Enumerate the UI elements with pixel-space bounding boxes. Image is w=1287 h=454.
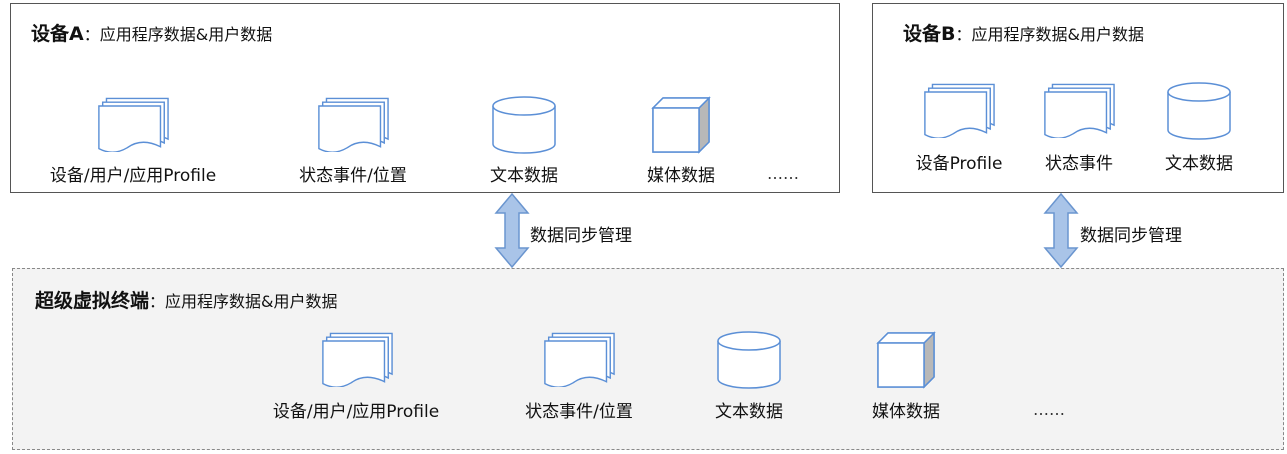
super-terminal-suffix: ：应用程序数据&用户数据 — [149, 292, 338, 311]
device-a-panel: 设备A：应用程序数据&用户数据 设备/用户/应用Profile 状态事件/位置 … — [10, 3, 840, 193]
device-b-panel: 设备B：应用程序数据&用户数据 设备Profile 状态事件 文本数据 — [872, 3, 1284, 193]
super-terminal-item-state: 状态事件/位置 — [525, 402, 633, 422]
device-a-name: 设备A — [31, 23, 84, 45]
cube-icon — [651, 96, 711, 154]
super-terminal-item-text: 文本数据 — [715, 402, 783, 422]
device-a-suffix: ：应用程序数据&用户数据 — [83, 25, 273, 44]
super-terminal-title: 超级虚拟终端：应用程序数据&用户数据 — [35, 286, 338, 313]
device-a-more: …… — [767, 164, 799, 183]
device-a-title: 设备A：应用程序数据&用户数据 — [31, 19, 272, 46]
device-b-item-state: 状态事件 — [1045, 154, 1113, 174]
super-terminal-more: …… — [1033, 400, 1065, 419]
device-b-title: 设备B：应用程序数据&用户数据 — [903, 19, 1144, 46]
device-b-item-text: 文本数据 — [1165, 154, 1233, 174]
sync-arrow-b-icon — [1043, 193, 1079, 268]
device-a-item-media: 媒体数据 — [647, 166, 715, 186]
super-terminal-item-media: 媒体数据 — [872, 402, 940, 422]
super-terminal-item-profile: 设备/用户/应用Profile — [272, 402, 440, 422]
device-a-item-profile: 设备/用户/应用Profile — [49, 166, 217, 186]
database-icon — [491, 96, 557, 154]
documents-icon — [923, 82, 995, 138]
documents-icon — [97, 96, 169, 152]
sync-arrow-a-icon — [494, 193, 530, 268]
database-icon — [1166, 82, 1232, 140]
device-b-name: 设备B — [903, 23, 956, 45]
database-icon — [716, 331, 782, 389]
sync-label-a: 数据同步管理 — [530, 226, 632, 246]
device-b-item-profile: 设备Profile — [915, 154, 1003, 174]
super-terminal-name: 超级虚拟终端 — [35, 290, 150, 312]
documents-icon — [321, 331, 393, 387]
documents-icon — [543, 331, 615, 387]
device-a-item-state: 状态事件/位置 — [299, 166, 407, 186]
cube-icon — [876, 331, 936, 389]
device-b-suffix: ：应用程序数据&用户数据 — [955, 25, 1144, 44]
super-terminal-panel: 超级虚拟终端：应用程序数据&用户数据 设备/用户/应用Profile 状态事件/… — [12, 268, 1284, 450]
documents-icon — [1043, 82, 1115, 138]
sync-label-b: 数据同步管理 — [1080, 226, 1182, 246]
device-a-item-text: 文本数据 — [490, 166, 558, 186]
documents-icon — [317, 96, 389, 152]
